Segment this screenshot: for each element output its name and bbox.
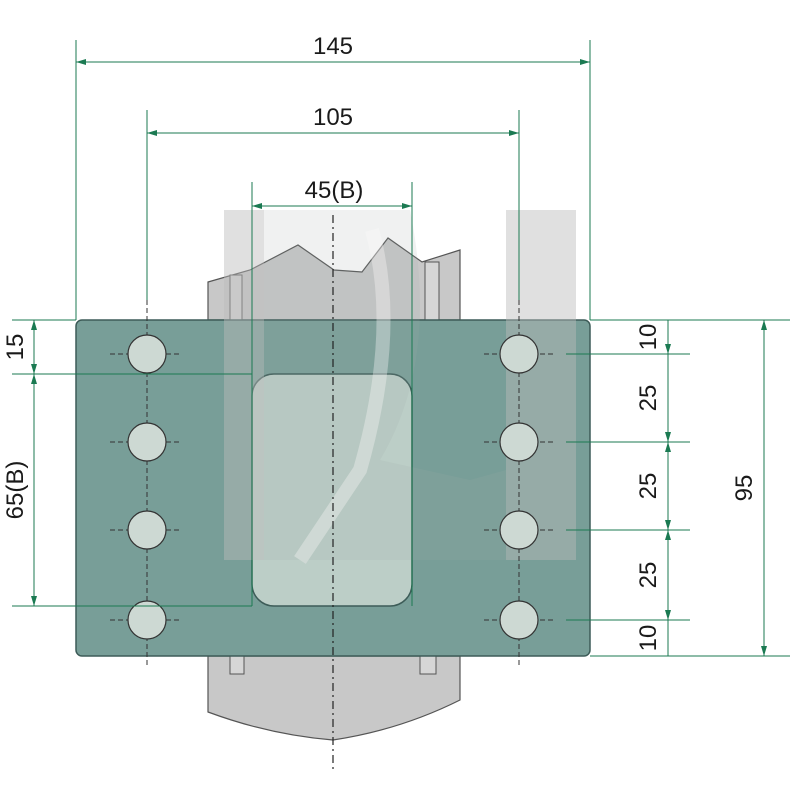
hole — [499, 510, 539, 550]
dim-right-pitch-2: 25 — [635, 473, 662, 500]
dim-right-bottom: 10 — [635, 625, 662, 652]
hole — [499, 600, 539, 640]
hole — [499, 334, 539, 374]
dim-right-pitch-3: 25 — [635, 562, 662, 589]
dim-top-offset: 15 — [2, 334, 29, 361]
body-lower-rib-right — [419, 655, 437, 675]
watermark-logo — [224, 210, 576, 564]
dim-window-height: 65(B) — [2, 461, 29, 520]
hole — [127, 422, 167, 462]
dim-overall-height: 95 — [731, 475, 758, 502]
hole — [127, 334, 167, 374]
dim-right-top: 10 — [635, 324, 662, 351]
hole — [127, 510, 167, 550]
dim-hole-pitch-width: 105 — [313, 104, 353, 131]
dim-right-pitch-1: 25 — [635, 385, 662, 412]
dim-overall-width: 145 — [313, 33, 353, 60]
dim-window-width: 45(B) — [305, 177, 364, 204]
hole — [499, 422, 539, 462]
body-upper-rib-right — [424, 261, 440, 321]
body-part — [207, 237, 461, 741]
body-lower-rib-left — [229, 655, 245, 675]
hole — [127, 600, 167, 640]
right-hole-column — [484, 334, 555, 640]
left-hole-column — [110, 334, 180, 640]
